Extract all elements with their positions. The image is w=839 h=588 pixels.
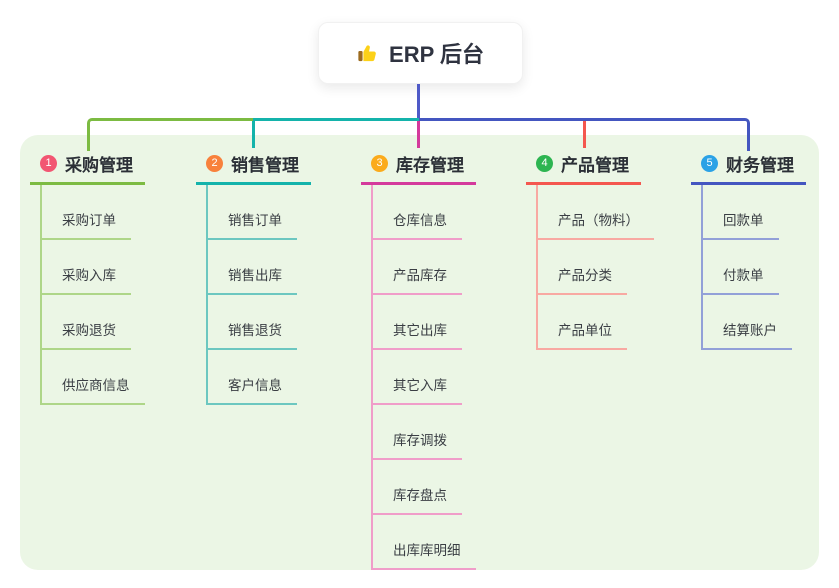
branch-column-inventory: 3 库存管理 仓库信息 产品库存 其它出库 其它入库 库存调拨 库存盘点 出库库… [361,148,526,570]
branch-label: 销售管理 [231,156,299,175]
child-node[interactable]: 付款单 [703,240,839,295]
child-node[interactable]: 产品（物料） [538,185,691,240]
branch-number-badge: 2 [206,155,223,172]
child-node[interactable]: 采购入库 [42,240,195,295]
connector-branch-3-drop [417,121,420,148]
branch-title[interactable]: 5 财务管理 [691,148,806,185]
branch-column-sales: 2 销售管理 销售订单 销售出库 销售退货 客户信息 [196,148,361,405]
connector-branch-1 [87,118,254,151]
branch-children: 回款单 付款单 结算账户 [701,185,839,350]
child-node[interactable]: 采购退货 [42,295,195,350]
branch-number-badge: 5 [701,155,718,172]
branch-label: 采购管理 [65,156,133,175]
branch-children: 产品（物料） 产品分类 产品单位 [536,185,691,350]
branch-column-product: 4 产品管理 产品（物料） 产品分类 产品单位 [526,148,691,350]
child-node[interactable]: 结算账户 [703,295,839,350]
branch-label: 产品管理 [561,156,629,175]
branch-children: 仓库信息 产品库存 其它出库 其它入库 库存调拨 库存盘点 出库库明细 [371,185,526,570]
child-node[interactable]: 销售出库 [208,240,361,295]
branch-label: 库存管理 [396,156,464,175]
branch-title[interactable]: 2 销售管理 [196,148,311,185]
thumbs-up-icon [358,45,376,62]
child-node[interactable]: 销售退货 [208,295,361,350]
child-node[interactable]: 采购订单 [42,185,195,240]
child-node[interactable]: 其它入库 [373,350,526,405]
branch-title[interactable]: 1 采购管理 [30,148,145,185]
child-node[interactable]: 出库库明细 [373,515,526,570]
child-node[interactable]: 产品库存 [373,240,526,295]
branch-column-finance: 5 财务管理 回款单 付款单 结算账户 [691,148,839,350]
child-node[interactable]: 客户信息 [208,350,361,405]
root-label: ERP 后台 [389,42,484,67]
branch-title[interactable]: 4 产品管理 [526,148,641,185]
connector-branch-2-drop [252,121,255,148]
branch-number-badge: 4 [536,155,553,172]
child-node[interactable]: 库存盘点 [373,460,526,515]
branch-children: 销售订单 销售出库 销售退货 客户信息 [206,185,361,405]
connector-branch-5 [419,118,750,151]
connector-branch-4-drop [583,121,586,148]
child-node[interactable]: 仓库信息 [373,185,526,240]
branch-column-purchase: 1 采购管理 采购订单 采购入库 采购退货 供应商信息 [30,148,195,405]
child-node[interactable]: 供应商信息 [42,350,195,405]
connector-branch-2-bar [253,118,419,121]
root-node[interactable]: ERP 后台 [318,22,523,84]
child-node[interactable]: 产品单位 [538,295,691,350]
branch-label: 财务管理 [726,156,794,175]
branch-number-badge: 1 [40,155,57,172]
child-node[interactable]: 销售订单 [208,185,361,240]
branch-children: 采购订单 采购入库 采购退货 供应商信息 [40,185,195,405]
child-node[interactable]: 其它出库 [373,295,526,350]
connector-root-stem [417,84,420,121]
branch-title[interactable]: 3 库存管理 [361,148,476,185]
child-node[interactable]: 产品分类 [538,240,691,295]
branches-panel [20,135,819,570]
child-node[interactable]: 库存调拨 [373,405,526,460]
branch-number-badge: 3 [371,155,388,172]
child-node[interactable]: 回款单 [703,185,839,240]
